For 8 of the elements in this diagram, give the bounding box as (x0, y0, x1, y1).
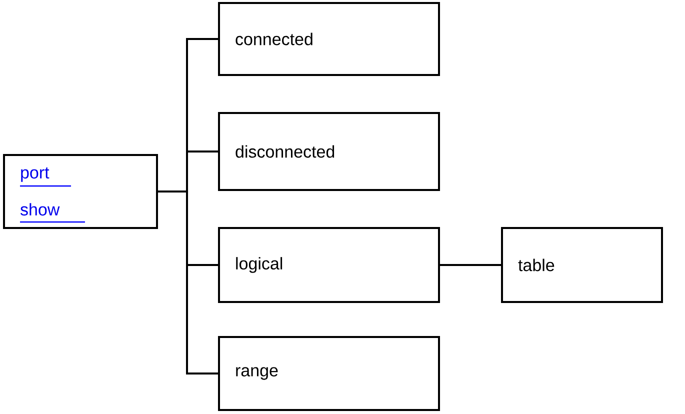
label-box: range (218, 336, 440, 411)
label-box: logical (218, 226, 440, 303)
label-box: connected (218, 2, 440, 76)
label-box: disconnected (218, 112, 440, 191)
link-box: port show (3, 154, 158, 229)
connector-line (440, 264, 501, 266)
label-box: table (501, 226, 663, 303)
connector-line (158, 190, 218, 374)
